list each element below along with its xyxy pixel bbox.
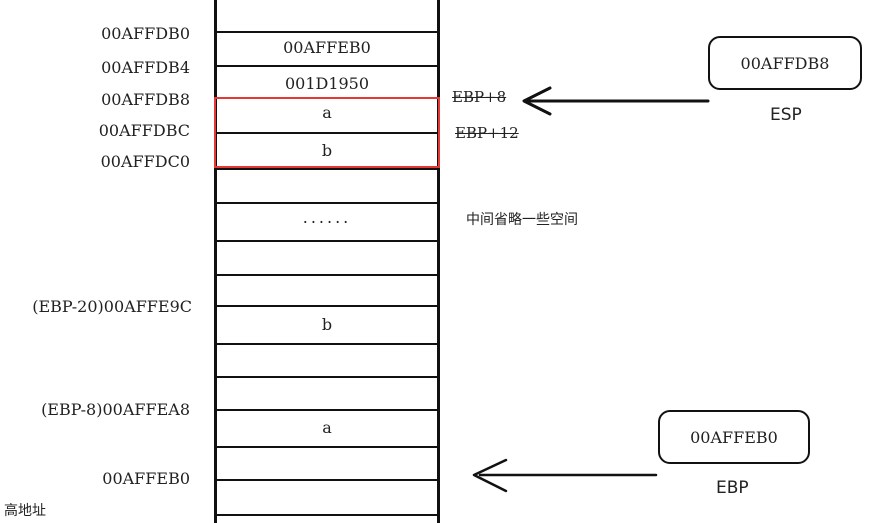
stack-column [214,0,440,523]
stack-divider [214,274,440,276]
stack-divider [214,343,440,345]
address-label-00affdbc: 00AFFDBC [98,121,190,140]
address-label-ebp-minus-20: (EBP-20)00AFFE9C [32,297,192,316]
ebp-value-box: 00AFFEB0 [658,410,810,464]
stack-divider [214,168,440,170]
stack-divider [214,240,440,242]
stack-divider [214,446,440,448]
address-label-00affdb0: 00AFFDB0 [101,24,190,43]
stack-cell-local-a: a [322,418,332,437]
address-label-00affdc0: 00AFFDC0 [100,152,190,171]
stack-divider [214,479,440,481]
address-label-00affdb4: 00AFFDB4 [101,58,190,77]
stack-cell-return-address: 001D1950 [284,74,370,93]
esp-label: ESP [770,105,802,125]
esp-value: 00AFFDB8 [740,53,830,73]
ebp-arrow [472,458,658,493]
stack-cell-param-a: a [322,103,332,122]
address-label-00affdb8: 00AFFDB8 [101,90,190,109]
ebp-value: 00AFFEB0 [690,427,778,447]
stack-divider [214,202,440,204]
stack-divider [214,65,440,67]
stack-divider [214,409,440,411]
esp-arrow [522,86,710,116]
ebp-plus-8-note: EBP+8 [452,88,507,106]
stack-cell-local-b: b [321,315,333,334]
stack-divider [214,376,440,378]
ebp-label: EBP [716,478,749,498]
stack-divider [214,514,440,516]
esp-value-box: 00AFFDB8 [708,36,862,90]
parameter-highlight-box [214,97,440,168]
high-address-label: 高地址 [4,503,46,519]
omitted-space-note: 中间省略一些空间 [466,212,578,228]
stack-cell-ellipsis: ...... [302,208,352,227]
address-label-ebp-minus-8: (EBP-8)00AFFEA8 [41,400,190,419]
stack-cell-param-b: b [321,141,333,160]
stack-divider [214,31,440,33]
stack-cell-saved-ebp: 00AFFEB0 [283,38,371,57]
stack-divider [214,305,440,307]
stack-divider [214,132,440,134]
address-label-00affeb0: 00AFFEB0 [102,469,190,488]
ebp-plus-12-note: EBP+12 [455,124,519,142]
